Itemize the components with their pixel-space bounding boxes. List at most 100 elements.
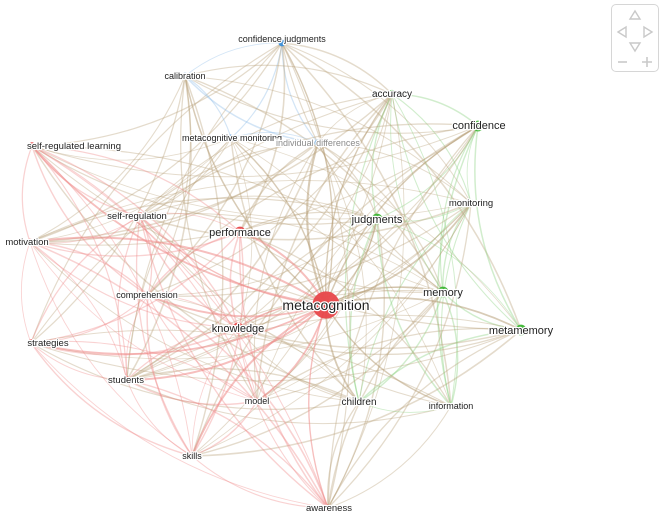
triangle-right-icon [643,25,654,39]
node-label-performance[interactable]: performance [208,226,272,241]
node-label-knowledge[interactable]: knowledge [210,322,265,337]
node-judgments[interactable] [371,213,383,225]
edge-monitoring-skills [191,202,472,457]
edge-judgments-self_regulation [139,195,378,220]
edge-calibration-confidence [184,75,479,134]
edge-metacognitive_monitoring-motivation [29,137,232,243]
node-label-children[interactable]: children [340,396,378,410]
node-label-memory[interactable]: memory [422,286,465,301]
node-calibration[interactable] [181,72,189,80]
edge-motivation-comprehension [29,241,149,296]
node-awareness[interactable] [324,504,332,512]
node-label-metacognitive-monitoring[interactable]: metacognitive monitoring [181,132,284,145]
edge-accuracy-model [256,93,393,402]
edge-confidence-memory [439,125,479,293]
node-children[interactable] [355,398,363,406]
node-information[interactable] [447,402,455,410]
node-label-strategies[interactable]: strategies [26,337,70,351]
node-label-confidence-judgments[interactable]: confidence judgments [237,33,328,46]
node-label-self-regulation[interactable]: self-regulation [106,210,168,224]
node-metacognitive-monitoring[interactable] [227,134,235,142]
pan-left-button[interactable] [616,25,627,39]
node-strategies[interactable] [27,339,35,347]
edge-motivation-knowledge [29,241,239,329]
node-label-awareness[interactable]: awareness [305,502,354,516]
edge-calibration-model [180,75,258,402]
edge-self_regulation-students [117,215,141,381]
edge-metamemory-self_regulated_learning [31,145,522,331]
edge-individual_differences-model [253,142,319,402]
node-memory[interactable] [437,286,449,298]
node-label-self-regulated-learning[interactable]: self-regulated learning [26,140,123,154]
node-label-motivation[interactable]: motivation [4,236,50,250]
node-label-comprehension[interactable]: comprehension [115,289,179,302]
node-label-confidence[interactable]: confidence [451,119,507,134]
edge-information-performance [239,231,452,407]
edge-accuracy-monitoring [391,93,472,204]
edge-students-awareness [126,379,329,509]
edge-memory-metacognition [325,286,444,306]
node-label-calibration[interactable]: calibration [163,70,207,83]
node-self-regulation[interactable] [136,212,144,220]
node-motivation[interactable] [26,238,34,246]
edge-performance-awareness [238,231,329,509]
node-label-metamemory[interactable]: metamemory [488,324,555,339]
edge-calibration-comprehension [147,75,192,296]
edge-comprehension-model [147,294,258,402]
node-label-information[interactable]: information [427,400,474,413]
node-knowledge[interactable] [232,322,244,334]
pan-right-button[interactable] [643,25,654,39]
navigation-control[interactable] [611,4,659,72]
node-label-monitoring[interactable]: monitoring [448,197,495,211]
triangle-down-icon [628,42,642,53]
edge-self_regulated_learning-knowledge [31,145,239,329]
edge-judgments-metamemory [376,218,522,331]
edge-metacognition-students [126,304,327,382]
pan-up-button[interactable] [628,9,642,20]
edge-accuracy-information [391,93,458,407]
node-comprehension[interactable] [144,291,152,299]
node-label-individual-differences[interactable]: individual differences [275,137,362,150]
node-students[interactable] [123,376,131,384]
edge-monitoring-self_regulated_learning [31,145,472,220]
node-performance[interactable] [234,226,246,238]
node-metacognition[interactable] [312,291,340,319]
pan-down-button[interactable] [628,42,642,53]
node-confidence-judgments[interactable] [278,39,286,47]
edge-confidence_judgments-metamemory [281,42,522,331]
node-label-model[interactable]: model [243,395,270,408]
edge-motivation-metacognition [29,236,327,306]
node-label-accuracy[interactable]: accuracy [371,88,414,102]
edge-accuracy-strategies [30,93,393,344]
edge-individual_differences-children [317,142,367,403]
edge-accuracy-students [126,93,393,381]
edge-accuracy-self_regulation [139,93,393,217]
node-label-metacognition[interactable]: metacognition [281,296,371,315]
edge-skills-awareness [191,455,329,509]
edge-metamemory-skills [191,329,522,457]
edge-individual_differences-self_regulation [139,142,319,217]
edge-confidence-skills [191,125,479,457]
edge-calibration-skills [184,75,224,457]
edge-children-comprehension [147,294,360,403]
node-confidence[interactable] [472,120,484,132]
node-individual-differences[interactable] [314,139,322,147]
zoom-in-button[interactable] [642,57,652,67]
node-self-regulated-learning[interactable] [28,142,36,150]
edge-judgments-self_regulated_learning [31,145,378,225]
edge-memory-skills [191,291,444,457]
node-label-students[interactable]: students [107,374,146,388]
node-label-judgments[interactable]: judgments [349,213,404,228]
edge-calibration-monitoring [184,75,472,204]
node-monitoring[interactable] [467,199,475,207]
node-model[interactable] [253,397,261,405]
edge-calibration-motivation [29,75,186,243]
node-skills[interactable] [188,452,196,460]
edge-students-skills [126,379,193,457]
edge-metacognitive_monitoring-memory [230,137,444,293]
node-metamemory[interactable] [515,324,527,336]
edge-memory-self_regulation [139,213,444,293]
node-label-skills[interactable]: skills [181,450,203,463]
node-accuracy[interactable] [387,89,397,99]
